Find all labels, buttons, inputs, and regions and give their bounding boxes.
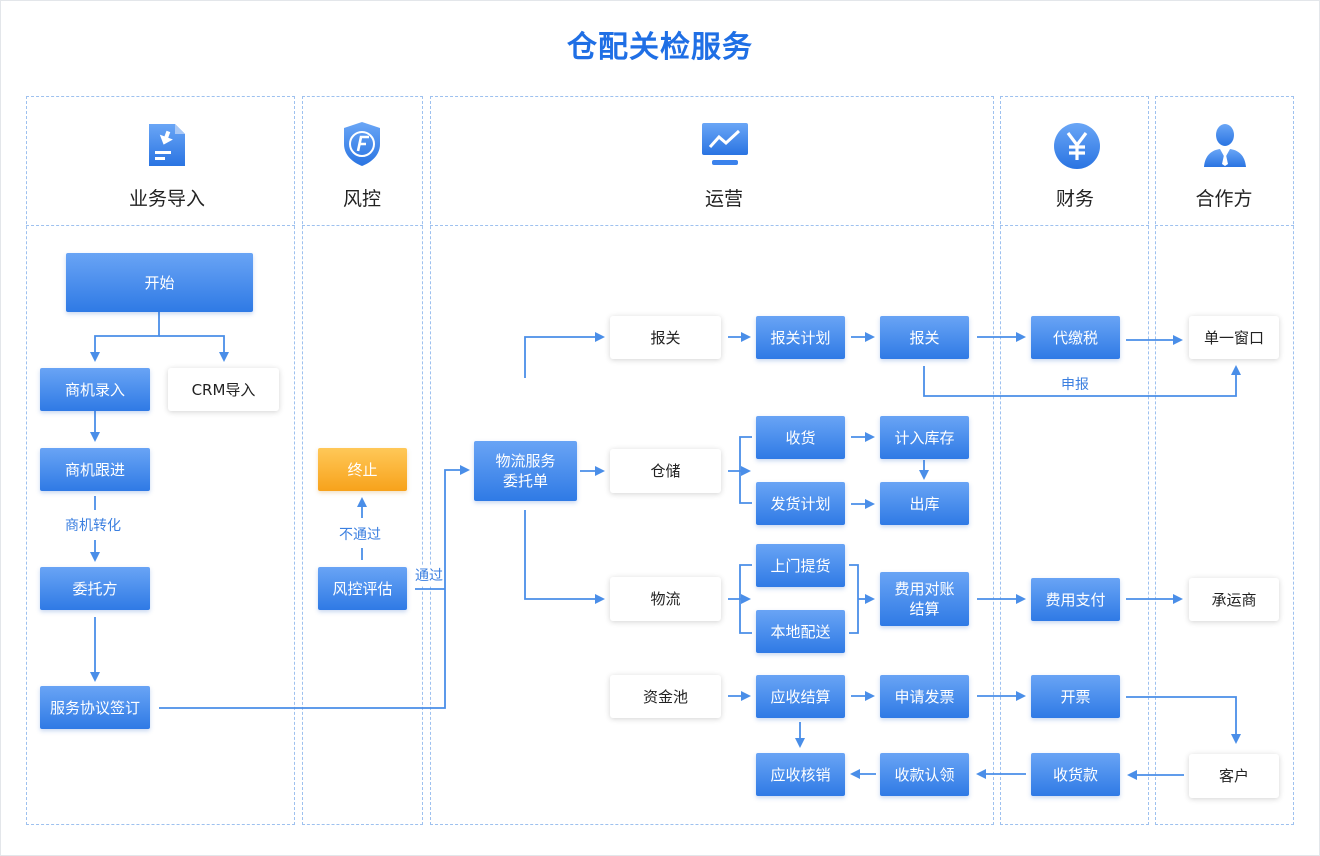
node-pickup[interactable]: 上门提货 (756, 544, 845, 587)
node-stock-in[interactable]: 计入库存 (880, 416, 969, 459)
node-ship-plan[interactable]: 发货计划 (756, 482, 845, 525)
document-import-icon (149, 124, 185, 166)
lane-header-divider (430, 225, 994, 226)
edge-label-not-pass: 不通过 (338, 524, 382, 544)
node-crm-import[interactable]: CRM导入 (168, 368, 279, 411)
lane-business (26, 96, 295, 825)
shield-f-icon (344, 122, 380, 166)
lane-header-divider (1000, 225, 1149, 226)
node-consignor[interactable]: 委托方 (40, 567, 150, 610)
edge-label-opp-convert: 商机转化 (64, 515, 122, 535)
lane-label-partner: 合作方 (1195, 188, 1253, 210)
node-start[interactable]: 开始 (66, 253, 253, 312)
lane-header-divider (302, 225, 423, 226)
node-single-window[interactable]: 单一窗口 (1189, 316, 1279, 359)
yuan-coin-icon (1054, 123, 1100, 169)
lane-ops (430, 96, 994, 825)
node-contract[interactable]: 服务协议签订 (40, 686, 150, 729)
node-customs[interactable]: 报关 (610, 316, 721, 359)
node-receive[interactable]: 收货 (756, 416, 845, 459)
lane-label-finance: 财务 (1055, 188, 1094, 210)
node-opp-follow[interactable]: 商机跟进 (40, 448, 150, 491)
person-icon (1204, 124, 1246, 167)
node-local-delivery[interactable]: 本地配送 (756, 610, 845, 653)
node-warehouse[interactable]: 仓储 (610, 449, 721, 493)
edge-label-declare: 申报 (1060, 374, 1090, 394)
node-customer[interactable]: 客户 (1189, 754, 1279, 798)
node-stock-out[interactable]: 出库 (880, 482, 969, 525)
node-apply-invoice[interactable]: 申请发票 (880, 675, 969, 718)
node-logistics[interactable]: 物流 (610, 577, 721, 621)
edge-label-pass: 通过 (414, 565, 444, 585)
node-opp-entry[interactable]: 商机录入 (40, 368, 150, 411)
node-risk-eval[interactable]: 风控评估 (318, 567, 407, 610)
node-duty-tax[interactable]: 代缴税 (1031, 316, 1120, 359)
lane-label-business: 业务导入 (128, 188, 205, 210)
page-title: 仓配关检服务 (567, 30, 753, 65)
node-reconcile[interactable]: 费用对账结算 (880, 572, 969, 626)
lane-header-divider (26, 225, 295, 226)
monitor-chart-icon (702, 123, 748, 165)
node-customs-plan[interactable]: 报关计划 (756, 316, 845, 359)
lane-header-divider (1155, 225, 1294, 226)
lane-label-ops: 运营 (704, 188, 743, 210)
node-collect[interactable]: 收货款 (1031, 753, 1120, 796)
node-stop[interactable]: 终止 (318, 448, 407, 491)
node-customs-do[interactable]: 报关 (880, 316, 969, 359)
node-fund-pool[interactable]: 资金池 (610, 675, 721, 718)
node-payment-confirm[interactable]: 收款认领 (880, 753, 969, 796)
node-reconcile-label: 费用对账结算 (894, 580, 955, 618)
lane-partner (1155, 96, 1294, 825)
node-ar-settle[interactable]: 应收结算 (756, 675, 845, 718)
node-carrier[interactable]: 承运商 (1189, 578, 1279, 621)
node-ar-writeoff[interactable]: 应收核销 (756, 753, 845, 796)
node-fee-pay[interactable]: 费用支付 (1031, 578, 1120, 621)
node-invoice[interactable]: 开票 (1031, 675, 1120, 718)
node-logistics-order-label: 物流服务委托单 (495, 452, 556, 490)
node-logistics-order[interactable]: 物流服务委托单 (474, 441, 577, 501)
lane-finance (1000, 96, 1149, 825)
lane-label-risk: 风控 (342, 188, 381, 210)
lane-risk (302, 96, 423, 825)
